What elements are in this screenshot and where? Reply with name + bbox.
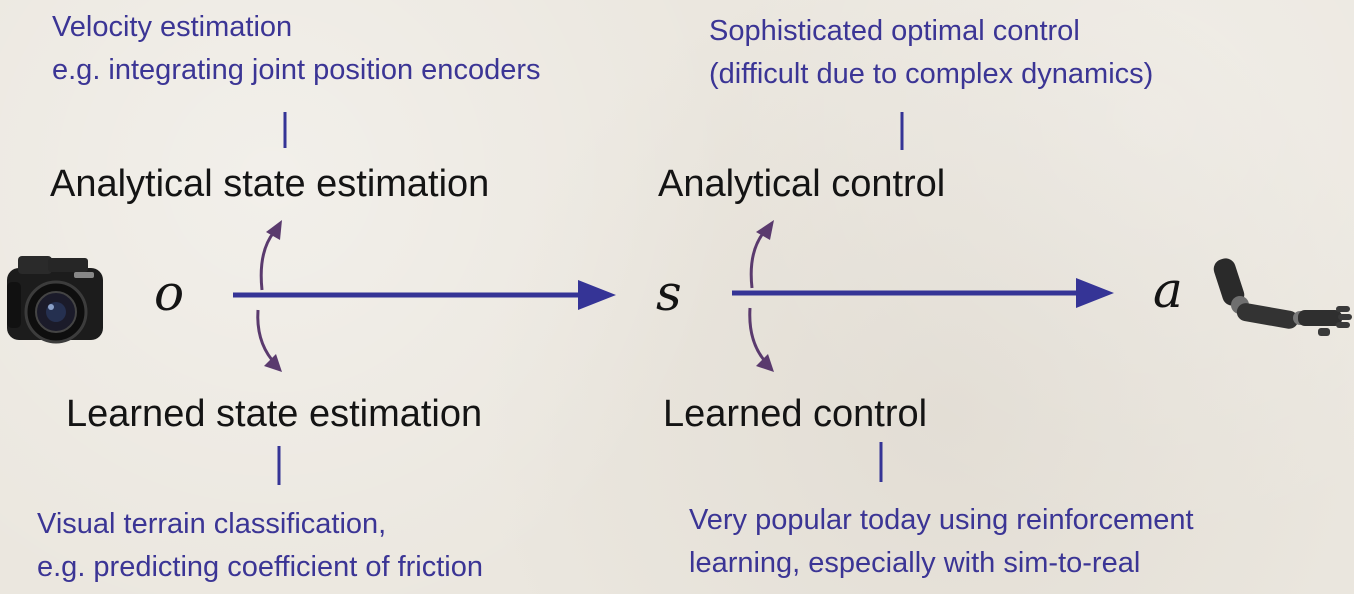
- note-line: (difficult due to complex dynamics): [709, 58, 1154, 90]
- note-line: learning, especially with sim-to-real: [689, 547, 1141, 579]
- note-line: Visual terrain classification,: [37, 508, 387, 540]
- note-line: Very popular today using reinforcement: [689, 504, 1194, 536]
- observation-to-state-arrow: [233, 280, 616, 310]
- analytical-state-estimation-heading: Analytical state estimation: [50, 163, 490, 205]
- branch-arrow-up-control: [749, 220, 774, 289]
- note-line: e.g. predicting coefficient of friction: [37, 551, 483, 583]
- action-variable: a: [1153, 261, 1183, 319]
- learned-state-estimation-heading: Learned state estimation: [66, 393, 483, 435]
- note-line: Velocity estimation: [52, 11, 293, 43]
- note-line: Sophisticated optimal control: [709, 15, 1080, 47]
- state-variable: s: [656, 264, 682, 322]
- learned-state-estimation-note: Visual terrain classification, e.g. pred…: [37, 503, 483, 589]
- branch-arrow-down-state-estimation: [256, 309, 282, 372]
- state-to-action-arrow: [732, 278, 1114, 308]
- observation-variable: o: [154, 264, 185, 322]
- camera-icon: [7, 256, 103, 344]
- learned-control-note: Very popular today using reinforcement l…: [689, 499, 1194, 585]
- branch-arrow-down-control: [748, 307, 774, 372]
- analytical-state-estimation-note: Velocity estimation e.g. integrating joi…: [52, 6, 540, 92]
- analytical-control-note: Sophisticated optimal control (difficult…: [709, 10, 1153, 96]
- analytical-control-heading: Analytical control: [658, 163, 946, 205]
- branch-arrow-up-state-estimation: [259, 220, 282, 291]
- learned-control-heading: Learned control: [663, 393, 928, 435]
- robot-arm-icon: [1213, 258, 1352, 336]
- note-line: e.g. integrating joint position encoders: [52, 54, 541, 86]
